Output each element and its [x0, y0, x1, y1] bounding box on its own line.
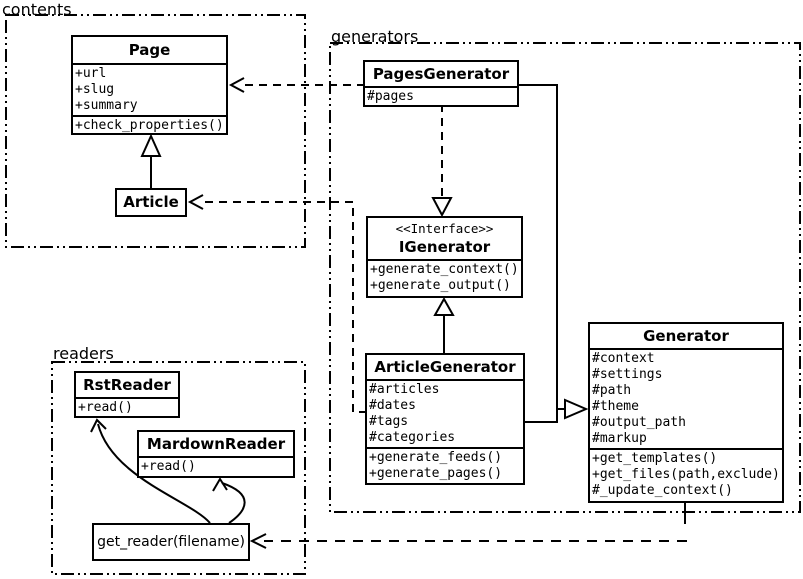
package-border-generators [329, 42, 801, 513]
page-methods: +check_properties() [73, 115, 226, 135]
generalization-generators-generator [517, 84, 589, 423]
class-box-igenerator: <<Interface>> IGenerator +generate_conte… [366, 216, 523, 298]
attribute-row: #articles [369, 382, 440, 397]
attribute-row: #markup [592, 431, 647, 446]
attribute-row: #categories [369, 430, 456, 445]
package-label-contents: contents [2, 0, 72, 19]
class-box-rstreader: RstReader +read() [74, 371, 180, 418]
attribute-row: #theme [592, 399, 639, 414]
attribute-row: #output_path [592, 415, 686, 430]
dependency-pagesgenerator-page [228, 77, 365, 93]
mardownreader-methods: +read() [139, 456, 293, 476]
attribute-row: +url [75, 66, 107, 81]
class-box-article: Article [115, 188, 187, 217]
realization-pagesgenerator-igenerator [431, 104, 453, 218]
rstreader-methods: +read() [76, 397, 178, 417]
igenerator-methods: +generate_context() +generate_output() [368, 259, 521, 295]
generalization-article-page [140, 133, 162, 190]
method-row: +get_files(path,exclude) [592, 467, 780, 482]
method-row: +generate_context() [370, 262, 519, 277]
attribute-row: #settings [592, 367, 663, 382]
class-box-page: Page +url +slug +summary +check_properti… [71, 35, 228, 135]
articlegenerator-attributes: #articles #dates #tags #categories [367, 379, 523, 447]
package-label-generators: generators [331, 27, 419, 46]
page-attributes: +url +slug +summary [73, 63, 226, 115]
method-row: +read() [141, 459, 196, 474]
attribute-row: #pages [367, 89, 414, 104]
igenerator-stereotype: <<Interface>> [395, 221, 494, 236]
method-row: #_update_context() [592, 483, 733, 498]
dependency-articlegenerator-article [187, 194, 367, 413]
package-label-readers: readers [53, 344, 114, 363]
class-title-igenerator: IGenerator [398, 238, 491, 256]
arrow-getreader-rstreader [90, 418, 211, 524]
attribute-row: #dates [369, 398, 416, 413]
method-row: +generate_feeds() [369, 450, 503, 465]
class-title-pagesgenerator: PagesGenerator [372, 65, 510, 83]
class-box-mardownreader: MardownReader +read() [137, 430, 295, 478]
method-row: +generate_output() [370, 278, 511, 293]
generator-attributes: #context #settings #path #theme #output_… [590, 348, 782, 448]
generalization-articlegenerator-igenerator [433, 296, 455, 355]
class-title-mardownreader: MardownReader [146, 435, 286, 453]
method-row: +generate_pages() [369, 466, 503, 481]
generator-methods: +get_templates() +get_files(path,exclude… [590, 448, 782, 500]
method-row: +read() [78, 400, 133, 415]
articlegenerator-methods: +generate_feeds() +generate_pages() [367, 447, 523, 483]
attribute-row: #context [592, 351, 655, 366]
attribute-row: #path [592, 383, 632, 398]
attribute-row: +summary [75, 98, 138, 113]
class-title-generator: Generator [643, 327, 729, 345]
attribute-row: #tags [369, 414, 409, 429]
class-box-articlegenerator: ArticleGenerator #articles #dates #tags … [365, 353, 525, 485]
class-title-articlegenerator: ArticleGenerator [374, 358, 516, 376]
arrow-getreader-mardownreader [212, 477, 246, 524]
package-border-readers [51, 361, 306, 575]
function-box-get-reader: get_reader(filename) [92, 523, 250, 561]
method-row: +get_templates() [592, 451, 718, 466]
method-row: +check_properties() [75, 118, 224, 133]
class-title-page: Page [128, 41, 171, 59]
dependency-generator-getreader [249, 501, 687, 549]
class-box-generator: Generator #context #settings #path #them… [588, 322, 784, 503]
attribute-row: +slug [75, 82, 115, 97]
class-title-rstreader: RstReader [83, 376, 171, 394]
package-border-contents [5, 14, 306, 248]
class-title-article: Article [123, 193, 179, 211]
class-box-pagesgenerator: PagesGenerator #pages [363, 60, 519, 107]
pagesgenerator-attributes: #pages [365, 86, 517, 106]
